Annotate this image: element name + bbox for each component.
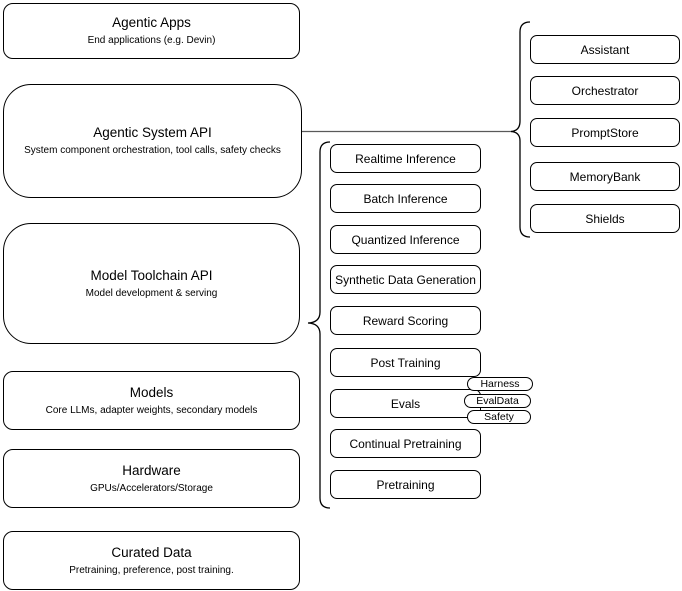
node-label: Quantized Inference: [351, 232, 460, 247]
node-subtitle: GPUs/Accelerators/Storage: [90, 482, 213, 494]
node-title: Curated Data: [111, 544, 192, 560]
node-promptstore: PromptStore: [530, 118, 680, 147]
node-label: Evals: [390, 396, 421, 411]
node-curated-data: Curated Data Pretraining, preference, po…: [3, 531, 300, 590]
node-label: Continual Pretraining: [349, 436, 462, 451]
node-shields: Shields: [530, 204, 680, 233]
node-title: Agentic System API: [93, 125, 212, 140]
node-label: PromptStore: [571, 125, 639, 140]
node-subtitle: End applications (e.g. Devin): [87, 35, 216, 46]
node-subtitle: Model development & serving: [85, 287, 218, 299]
node-label: Reward Scoring: [362, 313, 449, 328]
node-models: Models Core LLMs, adapter weights, secon…: [3, 371, 300, 430]
node-agentic-system-api: Agentic System API System component orch…: [3, 84, 302, 198]
node-synthetic-data-generation: Synthetic Data Generation: [330, 265, 481, 294]
tag-label: EvalData: [476, 394, 519, 407]
node-label: Synthetic Data Generation: [335, 272, 476, 287]
node-agentic-apps: Agentic Apps End applications (e.g. Devi…: [3, 3, 300, 59]
node-title: Hardware: [122, 462, 181, 478]
node-label: Pretraining: [376, 477, 435, 492]
toolchain-group-brace: [307, 141, 331, 509]
node-title: Models: [129, 384, 174, 400]
node-label: Orchestrator: [571, 83, 639, 98]
node-label: Assistant: [580, 42, 630, 57]
node-evals: Evals: [330, 389, 481, 418]
node-label: MemoryBank: [569, 169, 641, 184]
node-label: Realtime Inference: [355, 151, 456, 166]
tag-safety: Safety: [467, 410, 531, 424]
node-orchestrator: Orchestrator: [530, 76, 680, 105]
node-label: Shields: [585, 211, 625, 226]
tag-label: Harness: [480, 377, 520, 390]
node-subtitle: Core LLMs, adapter weights, secondary mo…: [45, 404, 258, 416]
node-pretraining: Pretraining: [330, 470, 481, 499]
node-hardware: Hardware GPUs/Accelerators/Storage: [3, 449, 300, 508]
node-batch-inference: Batch Inference: [330, 184, 481, 213]
tag-harness: Harness: [467, 377, 533, 391]
node-assistant: Assistant: [530, 35, 680, 64]
node-memorybank: MemoryBank: [530, 162, 680, 191]
node-continual-pretraining: Continual Pretraining: [330, 429, 481, 458]
tag-label: Safety: [484, 410, 514, 423]
node-label: Batch Inference: [363, 191, 448, 206]
node-post-training: Post Training: [330, 348, 481, 377]
node-label: Post Training: [370, 355, 441, 370]
node-quantized-inference: Quantized Inference: [330, 225, 481, 254]
node-title: Agentic Apps: [112, 15, 191, 30]
node-reward-scoring: Reward Scoring: [330, 306, 481, 335]
node-subtitle: Pretraining, preference, post training.: [69, 564, 234, 576]
node-subtitle: System component orchestration, tool cal…: [24, 145, 281, 156]
node-model-toolchain-api: Model Toolchain API Model development & …: [3, 223, 300, 344]
tag-evaldata: EvalData: [464, 394, 531, 408]
node-title: Model Toolchain API: [90, 267, 213, 283]
node-realtime-inference: Realtime Inference: [330, 144, 481, 173]
system-group-brace: [510, 21, 531, 238]
